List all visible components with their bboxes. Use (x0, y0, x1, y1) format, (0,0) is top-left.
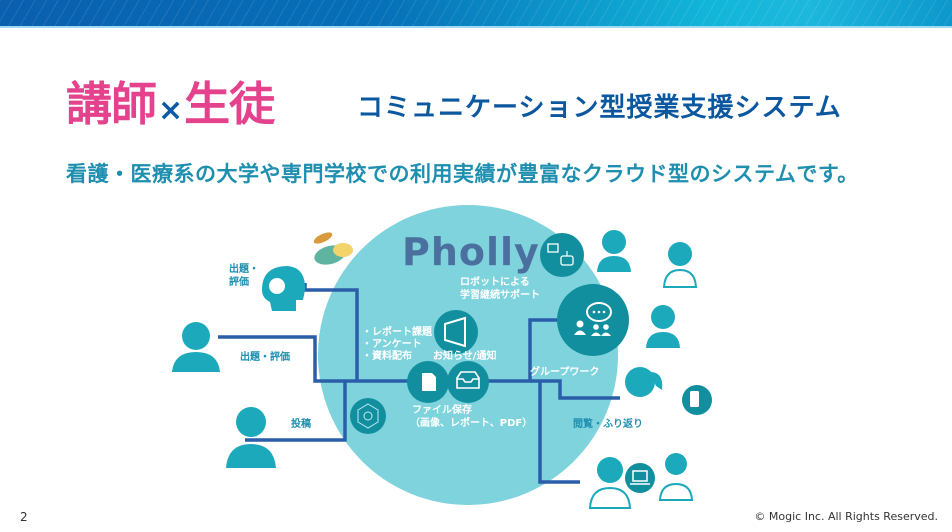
tagline: 看護・医療系の大学や専門学校での利用実績が豊富なクラウド型のシステムです。 (66, 162, 859, 186)
left-label-bottom: 投稿 (291, 419, 311, 430)
title-teacher: 講師 (66, 77, 157, 131)
notice-label: お知らせ/通知 (433, 351, 497, 362)
header-banner (0, 0, 952, 28)
right-label-review: 閲覧・ふり返り (573, 419, 643, 430)
student-ponytail-icon (625, 367, 663, 397)
group-work-label: グループワーク (530, 367, 600, 378)
radar-chart-icon (350, 398, 386, 434)
file-storage-label: ファイル保存 （画像、レポート、PDF） (410, 405, 533, 429)
thinking-head-icon (262, 266, 306, 311)
subtitle: コミュニケーション型授業支援システム (357, 93, 842, 123)
megaphone-icon (434, 310, 478, 354)
inbox-icon (447, 361, 489, 403)
teacher-mustache-icon (172, 322, 220, 372)
robot-support-label: ロボットによる 学習継続サポート (460, 277, 540, 301)
smartphone-icon (682, 385, 712, 415)
student-woman-icon-2 (646, 305, 680, 348)
times-mark: × (158, 93, 183, 128)
pholly-circle (318, 205, 618, 505)
teacher-side-list: ・レポート課題 ・アンケート ・資料配布 (362, 327, 432, 362)
student-man-icon-3 (658, 453, 694, 501)
left-label-middle: 出題・評価 (240, 352, 290, 363)
mascot-bird-icon (313, 232, 353, 265)
page-number: 2 (20, 510, 28, 524)
pholly-logo: Pholly (402, 230, 540, 274)
laptop-icon (625, 463, 655, 493)
student-man-icon-1 (662, 242, 698, 288)
title-student: 生徒 (184, 77, 275, 131)
student-man-icon-2 (588, 457, 632, 509)
teacher-glasses-icon (226, 407, 276, 468)
left-label-top: 出題・ 評価 (229, 264, 259, 288)
student-woman-icon-1 (597, 230, 631, 272)
main-title: 講師×生徒 (66, 76, 275, 139)
document-icon (407, 361, 449, 403)
group-chat-icon (557, 284, 629, 356)
robot-chat-icon (540, 233, 584, 277)
copyright: © Mogic Inc. All Rights Reserved. (754, 510, 938, 523)
